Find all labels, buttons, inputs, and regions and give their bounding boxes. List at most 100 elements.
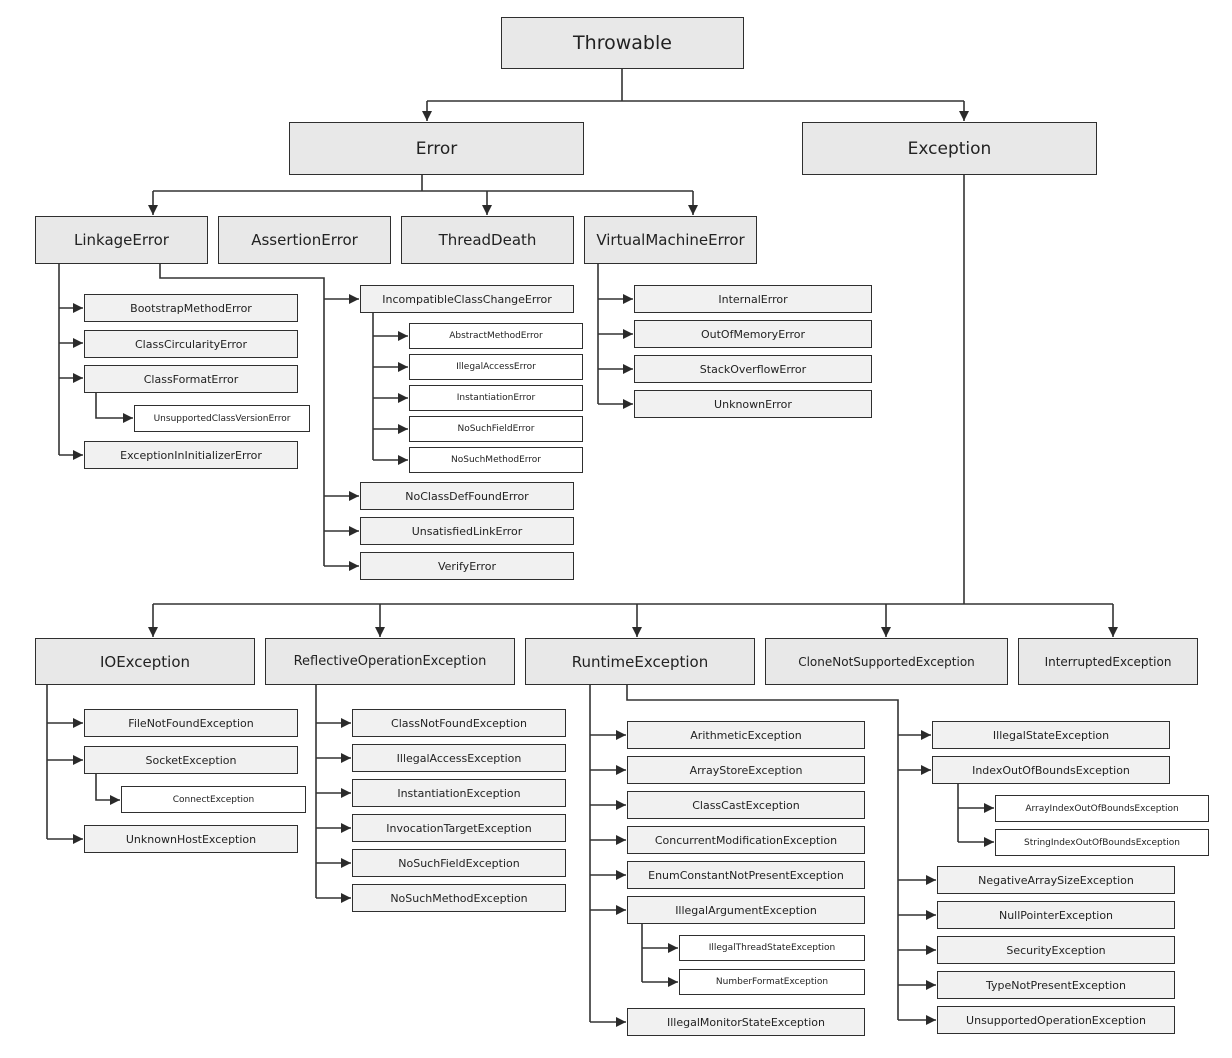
class-name-label: ArrayIndexOutOfBoundsException — [1025, 803, 1179, 814]
class-box-array-store-exception: ArrayStoreException — [627, 756, 865, 784]
class-box-illegal-argument-exception: IllegalArgumentException — [627, 896, 865, 924]
class-box-index-out-of-bounds-exception: IndexOutOfBoundsException — [932, 756, 1170, 784]
class-box-negative-array-size-exception: NegativeArraySizeException — [937, 866, 1175, 894]
class-name-label: TypeNotPresentException — [986, 978, 1126, 992]
class-name-label: IllegalMonitorStateException — [667, 1015, 825, 1029]
class-name-label: AbstractMethodError — [449, 331, 543, 341]
class-box-no-such-field-exception: NoSuchFieldException — [352, 849, 566, 877]
class-box-exception: Exception — [802, 122, 1097, 175]
class-name-label: Throwable — [573, 32, 672, 54]
class-box-class-not-found-exception: ClassNotFoundException — [352, 709, 566, 737]
connector-to-unsupported-version — [95, 393, 133, 423]
class-name-label: UnsupportedClassVersionError — [153, 413, 291, 424]
connector-to-connect — [95, 774, 120, 805]
class-box-class-circularity-error: ClassCircularityError — [84, 330, 298, 358]
class-box-verify-error: VerifyError — [360, 552, 574, 580]
class-name-label: RuntimeException — [571, 652, 709, 671]
class-box-unsupported-class-version-error: UnsupportedClassVersionError — [134, 405, 310, 432]
class-name-label: InvocationTargetException — [386, 821, 532, 835]
class-box-out-of-memory-error: OutOfMemoryError — [634, 320, 872, 348]
class-name-label: UnknownError — [714, 397, 792, 411]
class-box-file-not-found-exception: FileNotFoundException — [84, 709, 298, 737]
class-name-label: SocketException — [145, 753, 237, 767]
class-name-label: NumberFormatException — [715, 977, 829, 987]
class-name-label: FileNotFoundException — [128, 716, 254, 730]
connector-runtime-right — [626, 685, 899, 1020]
class-name-label: BootstrapMethodError — [130, 301, 252, 315]
class-name-label: NullPointerException — [998, 908, 1114, 922]
class-name-label: CloneNotSupportedException — [798, 654, 975, 669]
class-name-label: Exception — [907, 138, 992, 159]
class-box-unsupported-operation-exception: UnsupportedOperationException — [937, 1006, 1175, 1034]
class-name-label: StackOverflowError — [699, 362, 807, 376]
class-name-label: UnsatisfiedLinkError — [411, 524, 523, 538]
class-name-label: ThreadDeath — [438, 231, 537, 249]
class-box-array-index-out-of-bounds-exception: ArrayIndexOutOfBoundsException — [995, 795, 1209, 822]
class-box-assertion-error: AssertionError — [218, 216, 391, 264]
class-box-exception-in-initializer-error: ExceptionInInitializerError — [84, 441, 298, 469]
class-name-label: ConnectException — [172, 794, 255, 805]
class-box-thread-death: ThreadDeath — [401, 216, 574, 264]
class-box-socket-exception: SocketException — [84, 746, 298, 774]
class-box-string-index-out-of-bounds-exception: StringIndexOutOfBoundsException — [995, 829, 1209, 856]
class-name-label: Error — [415, 138, 458, 159]
class-name-label: IOException — [99, 652, 191, 671]
class-name-label: NoSuchMethodError — [451, 455, 541, 465]
class-box-clone-not-supported-exception: CloneNotSupportedException — [765, 638, 1008, 685]
class-name-label: IndexOutOfBoundsException — [972, 763, 1130, 777]
class-name-label: InstantiationError — [456, 393, 536, 403]
class-box-unknown-host-exception: UnknownHostException — [84, 825, 298, 853]
class-name-label: IncompatibleClassChangeError — [382, 292, 552, 306]
class-box-illegal-thread-state-exception: IllegalThreadStateException — [679, 935, 865, 961]
class-box-incompatible-class-change-error: IncompatibleClassChangeError — [360, 285, 574, 313]
class-box-reflective-operation-exception: ReflectiveOperationException — [265, 638, 515, 685]
class-name-label: NoSuchFieldException — [398, 856, 520, 870]
class-box-concurrent-modification-exception: ConcurrentModificationException — [627, 826, 865, 854]
class-name-label: NoSuchMethodException — [390, 891, 528, 905]
class-box-class-format-error: ClassFormatError — [84, 365, 298, 393]
class-box-illegal-monitor-state-exception: IllegalMonitorStateException — [627, 1008, 865, 1036]
class-name-label: InterruptedException — [1044, 654, 1172, 669]
class-box-connect-exception: ConnectException — [121, 786, 306, 813]
class-box-stack-overflow-error: StackOverflowError — [634, 355, 872, 383]
class-box-unknown-error: UnknownError — [634, 390, 872, 418]
class-box-number-format-exception: NumberFormatException — [679, 969, 865, 995]
class-box-virtual-machine-error: VirtualMachineError — [584, 216, 757, 264]
class-name-label: ClassNotFoundException — [391, 716, 527, 730]
class-box-instantiation-error: InstantiationError — [409, 385, 583, 411]
class-box-invocation-target-exception: InvocationTargetException — [352, 814, 566, 842]
class-name-label: ConcurrentModificationException — [654, 833, 838, 847]
class-name-label: ClassCastException — [692, 798, 800, 812]
class-name-label: NegativeArraySizeException — [978, 873, 1134, 887]
class-box-no-such-method-error: NoSuchMethodError — [409, 447, 583, 473]
class-box-no-such-method-exception: NoSuchMethodException — [352, 884, 566, 912]
class-name-label: UnknownHostException — [125, 832, 257, 846]
class-box-enum-constant-not-present-exception: EnumConstantNotPresentException — [627, 861, 865, 889]
class-box-type-not-present-exception: TypeNotPresentException — [937, 971, 1175, 999]
class-name-label: ExceptionInInitializerError — [120, 448, 262, 462]
class-name-label: InternalError — [718, 292, 788, 306]
class-box-linkage-error: LinkageError — [35, 216, 208, 264]
class-box-illegal-access-error: IllegalAccessError — [409, 354, 583, 380]
class-box-arithmetic-exception: ArithmeticException — [627, 721, 865, 749]
class-name-label: ArrayStoreException — [689, 763, 803, 777]
class-box-illegal-access-exception: IllegalAccessException — [352, 744, 566, 772]
class-name-label: AssertionError — [251, 231, 358, 249]
class-box-bootstrap-method-error: BootstrapMethodError — [84, 294, 298, 322]
class-box-class-cast-exception: ClassCastException — [627, 791, 865, 819]
class-box-instantiation-exception: InstantiationException — [352, 779, 566, 807]
class-box-illegal-state-exception: IllegalStateException — [932, 721, 1170, 749]
class-name-label: StringIndexOutOfBoundsException — [1024, 837, 1180, 848]
connector-linkage-right — [159, 264, 325, 566]
class-name-label: OutOfMemoryError — [700, 327, 806, 341]
class-name-label: VerifyError — [437, 559, 497, 573]
class-name-label: UnsupportedOperationException — [966, 1013, 1146, 1027]
class-name-label: InstantiationException — [397, 786, 521, 800]
class-name-label: IllegalAccessError — [456, 362, 536, 372]
class-box-throwable: Throwable — [501, 17, 744, 69]
class-box-security-exception: SecurityException — [937, 936, 1175, 964]
class-name-label: LinkageError — [74, 231, 169, 249]
class-name-label: VirtualMachineError — [596, 231, 745, 249]
class-name-label: IllegalArgumentException — [675, 903, 817, 917]
